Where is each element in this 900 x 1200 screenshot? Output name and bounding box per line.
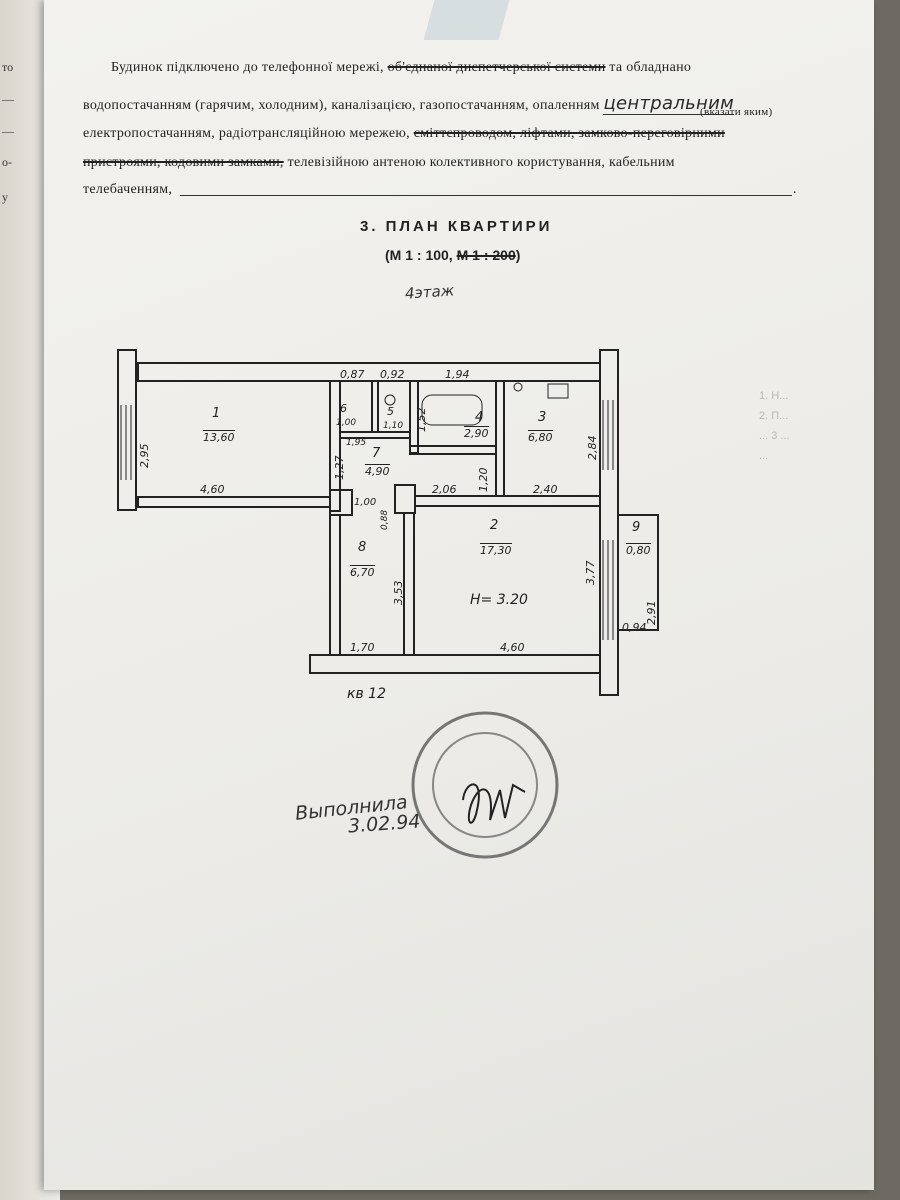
room-number: 8 [358,540,367,555]
text-part: електропостачанням, радіотрансляційною м… [83,126,410,141]
dimension: 3,77 [584,560,597,586]
line-end: . [793,182,797,197]
room-number: 7 [372,446,381,461]
room-area: 1,00 [336,418,357,428]
wall-top [137,362,601,382]
room-number: 3 [538,410,547,425]
ceiling-height: H= 3.20 [470,592,528,608]
dimension: 4,60 [500,641,525,654]
room-area: 6,70 [350,565,375,579]
balcony [617,514,659,631]
left-fragment: то [2,60,14,74]
dimension: 2,06 [432,483,457,496]
room-area: 0,80 [626,543,651,557]
room-number: 1 [212,406,221,421]
wall-bath-bottom [409,445,497,455]
dimension: 3,53 [392,580,405,606]
dimension: 2,40 [533,483,558,496]
wall-bottom [309,654,601,674]
para-line-1: Будинок підключено до телефонної мережі,… [111,60,691,76]
room-area: 13,60 [203,430,235,444]
text-part: Будинок підключено до телефонної мережі, [111,60,384,75]
bleed-through-text: 1. Н...2. П...... 3 ...... [759,390,790,462]
room-number: 6 [340,402,347,415]
struck-text: об'єднаної диспетчерської системи [387,60,606,75]
wall-room8-left [329,514,341,656]
dimension: 0,94 [622,621,647,634]
section-title: 3. ПЛАН КВАРТИРИ [360,218,553,235]
wall-wc-split [371,380,379,433]
text-part: телебаченням, [83,182,173,197]
room-number: 9 [632,520,641,535]
room-number: 2 [490,518,499,533]
scale-label: (М 1 : 100, М 1 : 200) [385,247,520,263]
left-fragment: — [2,124,14,138]
room-area: 2,90 [464,426,489,440]
text-part: та обладнано [609,60,692,75]
room-area: 4,90 [365,464,390,478]
wall-middle [414,495,601,507]
dimension: 0,87 [340,368,365,381]
handwritten-signature [462,783,526,824]
blank-line [180,195,792,196]
para-line-5: телебаченням, [83,182,172,198]
apartment-number: кв 12 [347,686,386,702]
text-part: водопостачанням (гарячим, холодним), кан… [83,98,600,113]
dimension: 1,20 [477,467,490,493]
scale-close: ) [515,247,521,263]
dimension: 1,94 [445,368,470,381]
room-area: 17,30 [480,543,512,557]
text-part: телевізійною антеною колективного корист… [287,155,675,170]
para-line-4: пристроями, кодовими замками, телевізійн… [83,155,675,171]
dimension: 1,70 [350,641,375,654]
room-number: 4 [475,410,484,425]
dimension: 2,91 [645,600,658,626]
field-hint: (вказати яким) [700,106,773,118]
wall-room8-right [403,512,415,656]
left-fragment: о- [2,155,12,169]
room-number: 5 [387,405,394,418]
dimension: 1,52 [415,407,428,433]
dimension: 1,27 [333,455,346,481]
dimension: 1,95 [346,438,367,448]
dimension: 2,84 [586,435,599,461]
dimension: 4,60 [200,483,225,496]
left-fragment: у [2,190,8,204]
scale-text: (М 1 : 100, [385,247,453,263]
dimension: 2,95 [138,443,151,469]
wall-room1-bottom [137,496,331,508]
official-seal [411,711,559,859]
para-line-3: електропостачанням, радіотрансляційною м… [83,126,725,142]
struck-text: пристроями, кодовими замками, [83,155,284,170]
para-line-2: водопостачанням (гарячим, холодним), кан… [83,93,734,115]
struck-scale: М 1 : 200 [456,247,516,263]
left-fragment: — [2,92,14,106]
room-area: 1,10 [383,421,404,431]
wall-kitchen-left [495,380,505,497]
room-area: 6,80 [528,430,553,444]
struck-text: сміттєпроводом, ліфтами, замково-перегов… [413,126,725,141]
wall-pillar-2 [394,484,416,514]
wall-corridor-left [329,380,341,512]
document-page: 1. Н...2. П...... 3 ...... [44,0,874,1190]
dimension: 1,00 [354,497,377,508]
wall-left [117,349,137,511]
handwritten-heating: центральним [603,93,734,115]
dimension: 0,92 [380,368,405,381]
dimension: 0,88 [380,509,390,530]
